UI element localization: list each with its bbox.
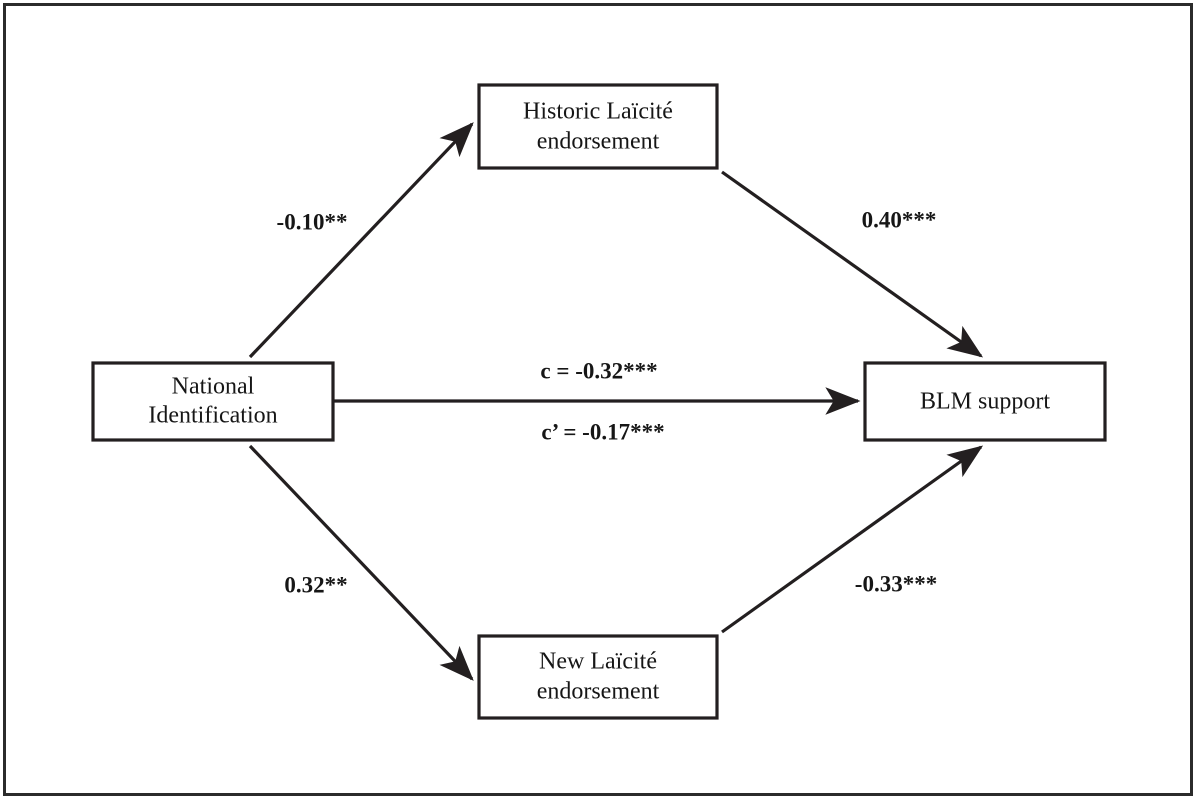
node-blm-support[interactable]: BLM support <box>863 361 1107 442</box>
node-label-new-laicite-line1: New Laïcité <box>539 649 657 675</box>
node-box-blm-support <box>863 361 1107 442</box>
path-label-c-prime: c’ = -0.17*** <box>541 419 664 444</box>
node-label-historic-laicite-line2: endorsement <box>537 129 660 155</box>
path-line-b2 <box>721 445 984 634</box>
path-line-a2 <box>248 444 474 681</box>
path-label-b1: 0.40*** <box>862 207 937 232</box>
node-new-laicite[interactable]: New Laïcité endorsement <box>477 634 719 720</box>
node-historic-laicite[interactable]: Historic Laïcité endorsement <box>477 83 719 170</box>
node-national-identification[interactable]: National Identification <box>91 361 335 442</box>
node-label-new-laicite-line2: endorsement <box>537 679 660 705</box>
node-label-national-identification-line1: National <box>172 374 255 400</box>
path-label-a2: 0.32** <box>284 572 347 597</box>
path-label-c-total: c = -0.32*** <box>540 358 657 383</box>
path-label-b2: -0.33*** <box>855 571 937 596</box>
node-label-historic-laicite-line1: Historic Laïcité <box>523 99 673 125</box>
path-line-b1 <box>721 170 984 358</box>
path-label-a1: -0.10** <box>277 209 348 234</box>
node-box-historic-laicite <box>477 83 719 170</box>
path-line-a1 <box>248 122 474 359</box>
node-label-blm-support-line1: BLM support <box>920 389 1050 415</box>
node-label-national-identification-line2: Identification <box>148 403 277 429</box>
node-box-new-laicite <box>477 634 719 720</box>
node-box-national-identification <box>91 361 335 442</box>
